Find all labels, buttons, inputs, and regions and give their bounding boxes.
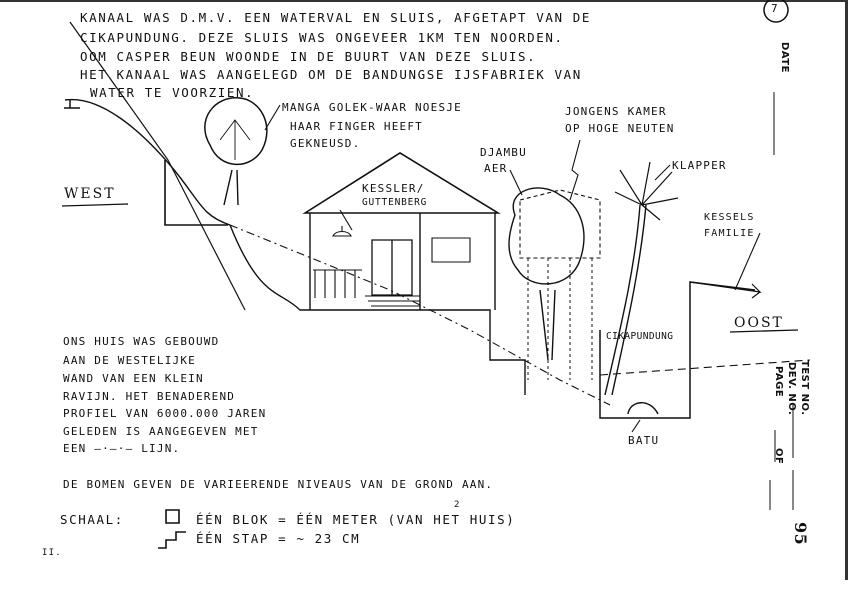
label-klapper: KLAPPER xyxy=(672,159,727,172)
post-left xyxy=(64,100,80,108)
form-of-label: OF xyxy=(773,448,784,465)
house-pointer xyxy=(340,210,352,230)
scale-block-symbol xyxy=(166,510,179,523)
note-line-6: GELEDEN IS AANGEGEVEN MET xyxy=(63,425,259,438)
scale-line-2: ÉÉN STAP = ~ 23 CM xyxy=(196,531,361,546)
form-dev-no-label: DEV. NO. xyxy=(786,362,797,416)
canal-box xyxy=(165,160,228,225)
house-door xyxy=(372,240,412,295)
manga-pointer xyxy=(265,105,280,130)
scale-line-1: ÉÉN BLOK = ÉÉN METER (VAN HET HUIS) xyxy=(196,512,516,527)
intro-line-2: CIKAPUNDUNG. DEZE SLUIS WAS ONGEVEER 1KM… xyxy=(80,30,564,45)
intro-line-4: HET KANAAL WAS AANGELEGD OM DE BANDUNGSE… xyxy=(80,67,582,82)
djambu-tree-crown xyxy=(509,188,584,284)
scale-superscript: 2 xyxy=(454,500,461,510)
intro-line-5: WATER TE VOORZIEN. xyxy=(90,85,255,100)
form-field-lines-2 xyxy=(770,430,775,510)
label-kessels-2: FAMILIE xyxy=(704,228,755,239)
west-tree-crown xyxy=(205,98,267,165)
river-channel xyxy=(600,282,755,418)
batu-pointer xyxy=(632,420,640,432)
label-cikapundung: CIKAPUNDUNG xyxy=(606,331,674,342)
klapper-pointer xyxy=(655,165,670,180)
canal-pointer-line xyxy=(70,22,245,310)
house-window xyxy=(432,238,470,262)
label-kessels-1: KESSELS xyxy=(704,212,755,223)
house-roof xyxy=(305,153,498,213)
jongens-pointer xyxy=(570,140,580,200)
page-number-circle xyxy=(764,0,788,22)
circled-page-number: 7 xyxy=(771,2,779,15)
house-walls xyxy=(310,213,495,310)
kessels-pointer xyxy=(735,233,760,290)
form-page-label: PAGE xyxy=(773,366,784,398)
label-djambu-1: DJAMBU xyxy=(480,146,527,159)
form-page-number: 95 xyxy=(791,522,810,546)
form-date-label: DATE xyxy=(779,42,790,73)
label-batu: BATU xyxy=(628,434,660,447)
label-house-1: KESSLER/ xyxy=(362,182,425,195)
trees-note: DE BOMEN GEVEN DE VARIEERENDE NIVEAUS VA… xyxy=(63,478,494,491)
label-jongens-1: JONGENS KAMER xyxy=(565,105,667,118)
scale-label: SCHAAL: xyxy=(60,512,124,527)
old-profile-dashed-line xyxy=(230,225,610,405)
label-oost: OOST xyxy=(734,315,784,331)
page-top-edge xyxy=(0,0,845,2)
house-lamp xyxy=(333,226,351,236)
note-line-1: ONS HUIS WAS GEBOUWD xyxy=(63,335,220,348)
west-underline xyxy=(62,204,128,206)
batu-rock xyxy=(628,403,658,414)
note-line-7: EEN —·—·— LIJN. xyxy=(63,442,181,455)
house-steps xyxy=(365,296,420,306)
intro-line-3: OOM CASPER BEUN WOONDE IN DE BUURT VAN D… xyxy=(80,49,537,64)
djambu-tree-trunk xyxy=(540,290,555,360)
oost-underline xyxy=(730,330,798,332)
label-manga-2: HAAR FINGER HEEFT xyxy=(290,120,423,133)
djambu-pointer xyxy=(510,170,522,195)
ground-profile-west xyxy=(65,100,525,395)
label-manga-1: MANGA GOLEK-WAAR NOESJE xyxy=(282,101,462,114)
east-pointer xyxy=(690,282,760,298)
scale-step-symbol xyxy=(158,532,186,548)
label-house-2: GUTTENBERG xyxy=(362,197,428,208)
note-line-4: RAVIJN. HET BENADEREND xyxy=(63,390,236,403)
label-west: WEST xyxy=(64,186,116,202)
klapper-palm-trunk xyxy=(605,205,646,395)
note-line-5: PROFIEL VAN 6000.000 JAREN xyxy=(63,407,267,420)
water-level-line xyxy=(600,360,810,375)
house-porch xyxy=(313,270,362,298)
room-on-stilts xyxy=(520,190,600,258)
form-test-no-label: TEST NO. xyxy=(799,360,810,416)
label-djambu-2: AER xyxy=(484,162,508,175)
intro-line-1: KANAAL WAS D.M.V. EEN WATERVAL EN SLUIS,… xyxy=(80,10,592,25)
label-manga-3: GEKNEUSD. xyxy=(290,137,361,150)
west-tree-trunk xyxy=(224,170,238,205)
klapper-palm-fronds xyxy=(615,162,678,220)
room-stilts xyxy=(528,258,592,380)
note-line-2: AAN DE WESTELIJKE xyxy=(63,354,196,367)
footer-mark: ıı. xyxy=(42,548,62,558)
label-jongens-2: OP HOGE NEUTEN xyxy=(565,122,675,135)
page-right-edge xyxy=(845,0,848,580)
note-line-3: WAND VAN EEN KLEIN xyxy=(63,372,204,385)
